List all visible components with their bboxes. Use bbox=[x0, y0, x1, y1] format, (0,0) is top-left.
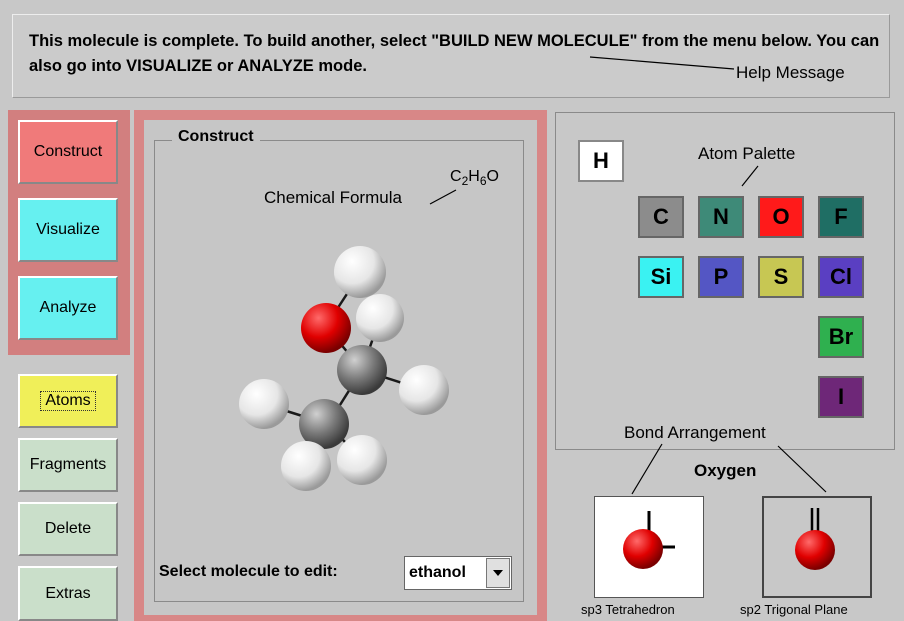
atom-symbol: Cl bbox=[830, 264, 852, 289]
sp2-bond-icon bbox=[795, 508, 835, 570]
atom-button-si[interactable]: Si bbox=[638, 256, 684, 298]
atom-button-i[interactable]: I bbox=[818, 376, 864, 418]
sp2-trigonal-plane-option[interactable] bbox=[762, 496, 872, 598]
help-message-panel: This molecule is complete. To build anot… bbox=[12, 14, 890, 98]
delete-tool-button[interactable]: Delete bbox=[18, 502, 118, 556]
atom-button-p[interactable]: P bbox=[698, 256, 744, 298]
formula-hydrogen: H bbox=[468, 168, 480, 185]
sp3-bond-icon bbox=[623, 511, 675, 569]
select-molecule-label: Select molecule to edit: bbox=[159, 563, 338, 580]
sp3-tetrahedron-option[interactable] bbox=[594, 496, 704, 598]
chevron-down-icon[interactable] bbox=[486, 558, 510, 588]
construct-group-box bbox=[154, 140, 524, 602]
chemical-formula-label: Chemical Formula bbox=[264, 188, 402, 207]
atom-symbol: P bbox=[713, 264, 729, 289]
fragments-tool-button[interactable]: Fragments bbox=[18, 438, 118, 492]
atom-symbol: F bbox=[834, 204, 848, 229]
extras-tool-label: Extras bbox=[45, 584, 91, 602]
carbon-atom bbox=[299, 399, 349, 449]
selected-element-label: Oxygen bbox=[694, 461, 757, 480]
analyze-mode-label: Analyze bbox=[39, 299, 97, 316]
formula-carbon: C bbox=[450, 168, 462, 185]
oxygen-atom bbox=[301, 303, 351, 353]
construct-mode-label: Construct bbox=[33, 143, 103, 160]
sp3-tetrahedron-caption: sp3 Tetrahedron bbox=[581, 602, 675, 617]
atom-symbol: C bbox=[653, 204, 669, 229]
analyze-mode-button[interactable]: Analyze bbox=[18, 276, 118, 340]
atom-symbol: O bbox=[772, 204, 790, 229]
atom-button-h[interactable]: H bbox=[578, 140, 624, 182]
carbon-atom bbox=[337, 345, 387, 395]
construct-group-title: Construct bbox=[172, 128, 260, 146]
atom-symbol: H bbox=[593, 148, 609, 173]
atoms-tool-label: Atoms bbox=[40, 391, 96, 411]
atom-symbol: S bbox=[773, 264, 789, 289]
atom-symbol: N bbox=[713, 204, 729, 229]
atom-button-o[interactable]: O bbox=[758, 196, 804, 238]
help-message-callout: Help Message bbox=[736, 63, 845, 82]
construct-mode-button[interactable]: Construct bbox=[18, 120, 118, 184]
atom-button-br[interactable]: Br bbox=[818, 316, 864, 358]
hydrogen-atom bbox=[337, 435, 387, 485]
atom-symbol: Br bbox=[828, 324, 854, 349]
atom-button-f[interactable]: F bbox=[818, 196, 864, 238]
formula-oxygen: O bbox=[486, 168, 499, 185]
visualize-mode-button[interactable]: Visualize bbox=[18, 198, 118, 262]
hydrogen-atom bbox=[239, 379, 289, 429]
delete-tool-label: Delete bbox=[44, 520, 92, 537]
help-message-text: This molecule is complete. To build anot… bbox=[29, 32, 880, 75]
hydrogen-atom bbox=[334, 246, 386, 298]
atom-symbol: Si bbox=[650, 264, 672, 289]
formula-hydrogen-count: 6 bbox=[479, 174, 487, 189]
hydrogen-atom bbox=[399, 365, 449, 415]
fragments-tool-label: Fragments bbox=[29, 456, 107, 473]
chemical-formula: C2H6O bbox=[450, 168, 499, 188]
molecule-select[interactable]: ethanol bbox=[404, 556, 512, 590]
atom-button-s[interactable]: S bbox=[758, 256, 804, 298]
hydrogen-atom bbox=[356, 294, 404, 342]
visualize-mode-label: Visualize bbox=[36, 221, 100, 238]
bond-arrangement-label: Bond Arrangement bbox=[624, 423, 766, 442]
atom-button-n[interactable]: N bbox=[698, 196, 744, 238]
atom-symbol: I bbox=[837, 384, 845, 409]
atom-button-cl[interactable]: Cl bbox=[818, 256, 864, 298]
hydrogen-atom bbox=[281, 441, 331, 491]
atom-palette-label: Atom Palette bbox=[698, 144, 796, 163]
atom-button-c[interactable]: C bbox=[638, 196, 684, 238]
molecule-select-value: ethanol bbox=[409, 564, 466, 581]
extras-tool-button[interactable]: Extras bbox=[18, 566, 118, 621]
sp2-trigonal-plane-caption: sp2 Trigonal Plane bbox=[740, 602, 848, 617]
atoms-tool-button[interactable]: Atoms bbox=[18, 374, 118, 428]
formula-carbon-count: 2 bbox=[461, 174, 469, 189]
